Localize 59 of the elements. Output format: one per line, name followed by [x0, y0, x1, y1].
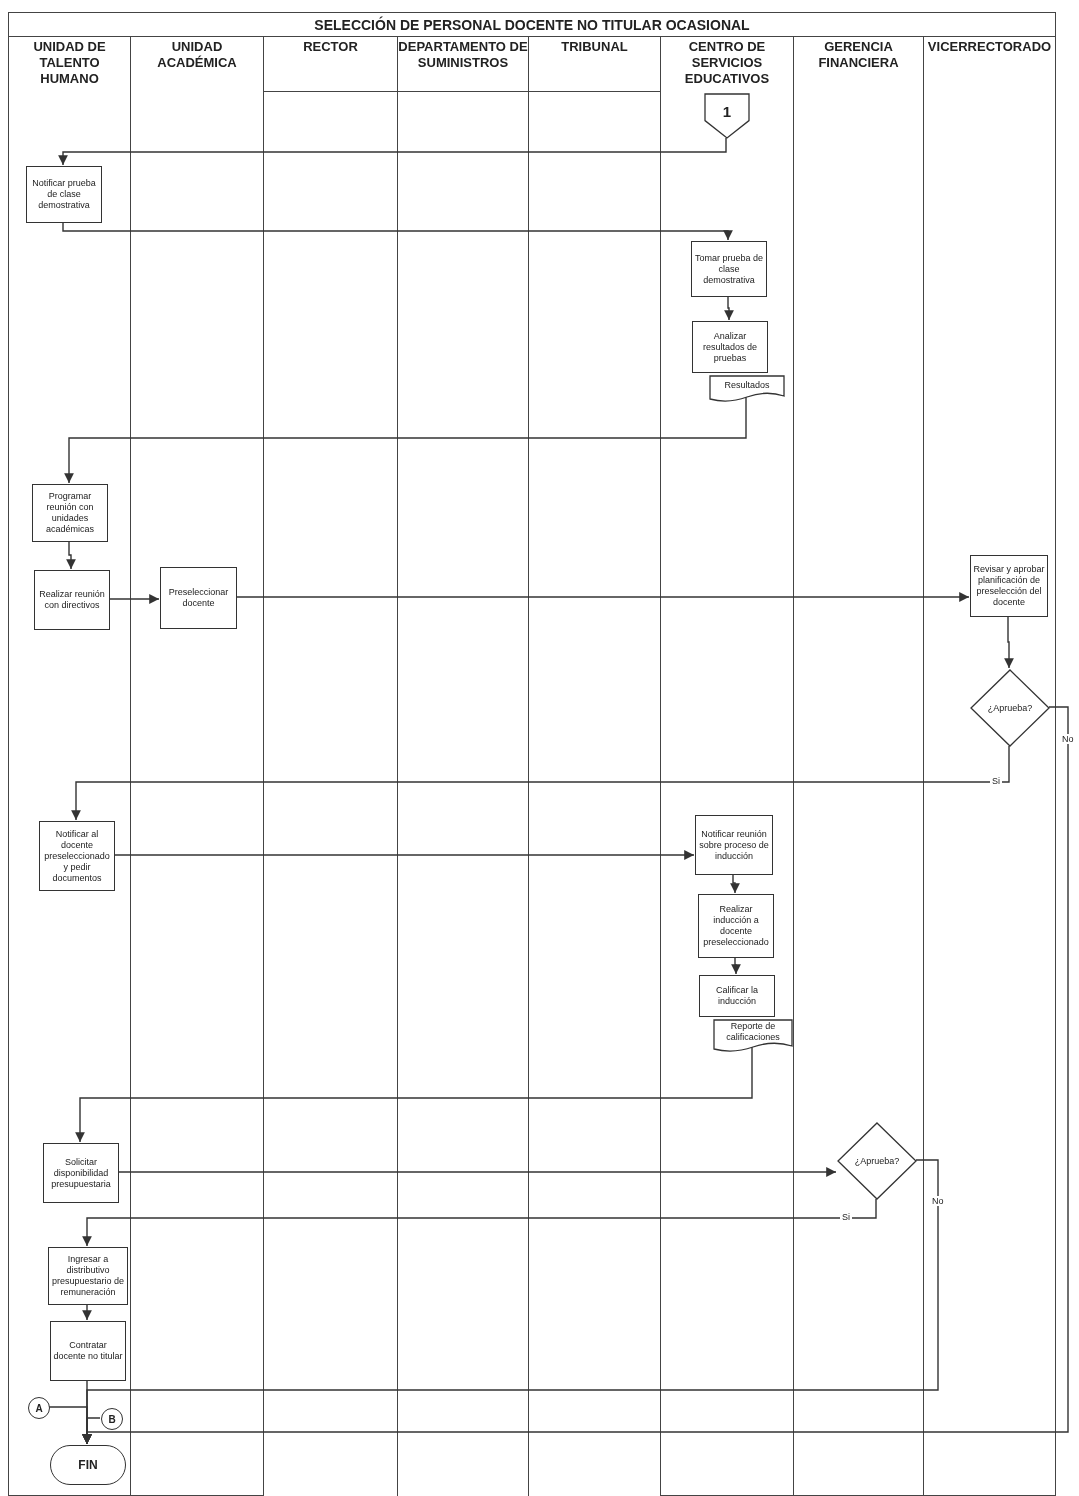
connector-circle: B: [101, 1408, 123, 1430]
edge-label: Si: [840, 1212, 852, 1222]
arrow: [82, 1417, 101, 1445]
arrow: [117, 1167, 837, 1177]
arrow: [64, 396, 747, 484]
arrow: [75, 1046, 753, 1143]
swimlane: [923, 36, 1056, 1496]
arrow: [724, 295, 734, 321]
arrow: [66, 540, 76, 570]
swimlane: [263, 36, 397, 92]
process-box: Preseleccionar docente: [160, 567, 237, 629]
process-box: Realizar inducción a docente preseleccionado: [698, 894, 774, 958]
document-shape: Resultados: [709, 375, 785, 403]
process-box: Ingresar a distributivo presupuestario de remuneración: [48, 1247, 128, 1305]
lane-title: CENTRO DE SERVICIOS EDUCATIVOS: [683, 39, 771, 87]
swimlane: [8, 36, 130, 1496]
process-box: Analizar resultados de pruebas: [692, 321, 768, 373]
lane-title: VICERRECTORADO: [926, 39, 1053, 55]
arrow: [62, 221, 733, 241]
process-box: Notificar prueba de clase demostrativa: [26, 166, 102, 223]
process-box: Revisar y aprobar planificación de preselección del docente: [970, 555, 1048, 617]
lane-title: GERENCIA FINANCIERA: [817, 39, 900, 71]
swimlane: [793, 36, 923, 1496]
terminator: FIN: [50, 1445, 126, 1485]
connector-circle: A: [28, 1397, 50, 1419]
arrow: [108, 594, 160, 604]
document-shape: Reporte de calificaciones: [713, 1019, 793, 1053]
arrow: [235, 592, 970, 602]
decision-diamond: ¿Aprueba?: [970, 669, 1050, 747]
process-box: Notificar al docente preseleccionado y pedir documentos: [39, 821, 115, 891]
arrow: [731, 956, 741, 975]
lane-title: TRIBUNAL: [560, 39, 629, 55]
lane-title: RECTOR: [302, 39, 359, 55]
arrow: [82, 1198, 877, 1247]
swimlane: [528, 36, 660, 92]
process-box: Programar reunión con unidades académicas: [32, 484, 108, 542]
process-box: Realizar reunión con directivos: [34, 570, 110, 630]
arrow: [730, 873, 740, 894]
process-box: Solicitar disponibilidad presupuestaria: [43, 1143, 119, 1203]
arrow: [71, 745, 1010, 821]
arrow: [58, 137, 727, 166]
swimlane: [660, 36, 793, 1496]
arrow: [1004, 615, 1014, 669]
edge-label: Si: [990, 776, 1002, 786]
process-box: Calificar la inducción: [699, 975, 775, 1017]
lane-title: UNIDAD ACADÉMICA: [156, 39, 238, 71]
decision-diamond: ¿Aprueba?: [837, 1122, 917, 1200]
process-box: Contratar docente no titular: [50, 1321, 126, 1381]
edge-label: No: [930, 1196, 946, 1206]
swimlane: [130, 36, 263, 1496]
swimlane: [397, 36, 528, 92]
arrow: [82, 1303, 92, 1321]
process-box: Notificar reunión sobre proceso de inducción: [695, 815, 773, 875]
edge-label: No: [1060, 734, 1076, 744]
lane-title: UNIDAD DE TALENTO HUMANO: [32, 39, 107, 87]
lane-title: DEPARTAMENTO DE SUMINISTROS: [398, 39, 528, 71]
process-box: Tomar prueba de clase demostrativa: [691, 241, 767, 297]
offpage-connector: 1: [704, 93, 750, 139]
arrow: [113, 850, 695, 860]
